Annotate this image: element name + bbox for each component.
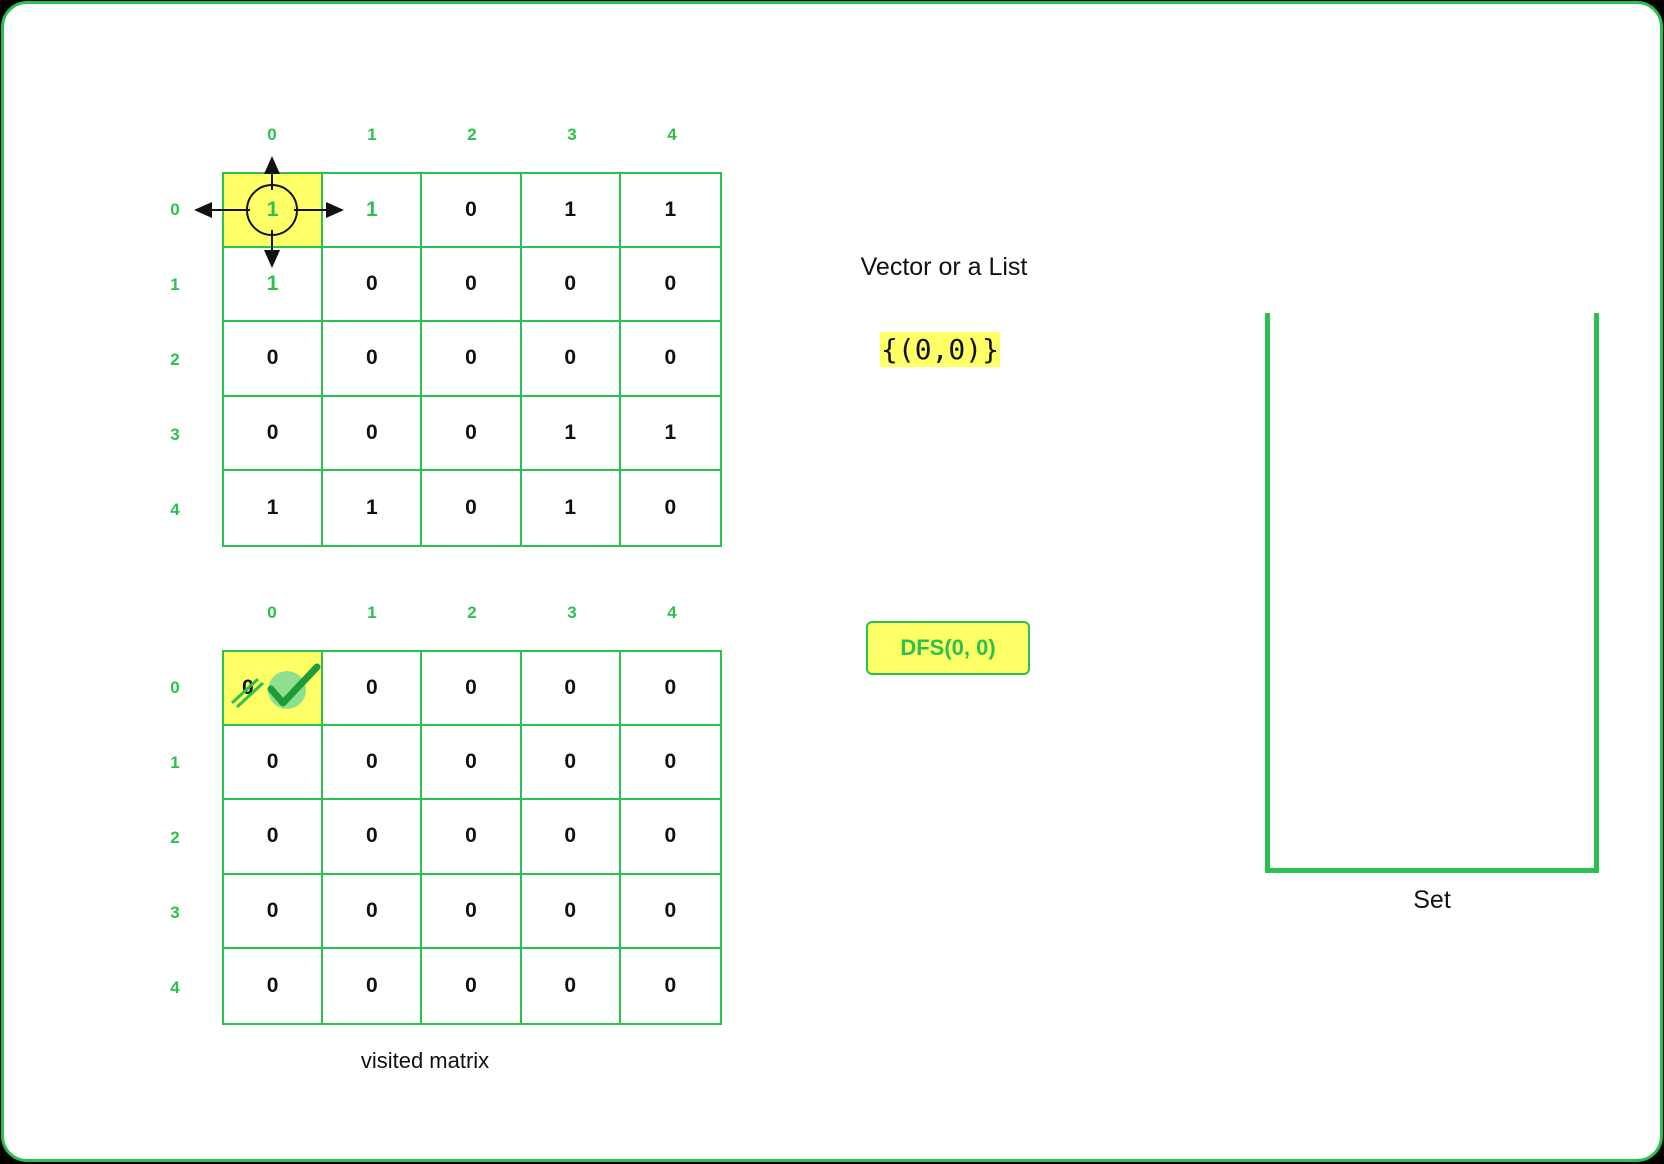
visited-cell-4-1: 0 <box>323 948 423 1023</box>
matrix-cell-0-2: 0 <box>422 174 522 249</box>
visited-cell-3-2: 0 <box>422 874 522 949</box>
visited-cell-3-1: 0 <box>323 874 423 949</box>
visited-cell-0-2: 0 <box>422 652 522 727</box>
visited-cell-2-1: 0 <box>323 800 423 875</box>
matrix-cell-3-3: 1 <box>521 396 621 471</box>
row-index-label: 3 <box>170 903 180 922</box>
visited-cell-3-4: 0 <box>620 875 720 949</box>
visited-cell-0-3: 0 <box>521 652 621 727</box>
visited-cell-3-3: 0 <box>521 874 621 949</box>
matrix-cell-3-4: 1 <box>620 397 720 471</box>
list-value: {(0,0)} <box>880 332 1001 367</box>
row-index-label: 0 <box>170 200 180 219</box>
dfs-call-button[interactable]: DFS(0, 0) <box>866 621 1030 675</box>
matrix-cell-4-4: 0 <box>664 495 677 519</box>
matrix-cell-0-4: 1 <box>620 174 720 249</box>
matrix-cell-2-4: 0 <box>620 322 720 397</box>
visited-cell-0-0: 0 <box>224 652 324 727</box>
col-index-label: 1 <box>367 603 377 622</box>
visited-cell-1-3: 0 <box>521 726 621 801</box>
visited-cell-4-4: 0 <box>664 973 677 997</box>
matrix-cell-0-1: 1 <box>323 174 423 249</box>
matrix-cell-1-2: 0 <box>422 248 522 323</box>
row-index-label: 1 <box>170 753 180 772</box>
row-index-label: 0 <box>170 678 180 697</box>
visited-cell-4-0: 0 <box>224 948 324 1023</box>
col-index-label: 3 <box>567 603 577 622</box>
matrix-cell-2-1: 0 <box>323 322 423 397</box>
col-index-label: 2 <box>467 603 477 622</box>
set-caption: Set <box>1413 886 1451 914</box>
visited-cell-2-3: 0 <box>521 800 621 875</box>
matrix-cell-4-0: 1 <box>224 470 324 545</box>
matrix-cell-1-0: 1 <box>224 248 324 323</box>
visited-cell-1-0: 0 <box>224 726 324 801</box>
col-index-label: 3 <box>567 125 577 144</box>
row-index-label: 3 <box>170 425 180 444</box>
row-index-label: 2 <box>170 828 180 847</box>
col-index-label: 0 <box>267 125 277 144</box>
visited-cell-4-3: 0 <box>522 948 621 1023</box>
list-title: Vector or a List <box>860 253 1028 281</box>
visited-cell-2-2: 0 <box>422 800 522 875</box>
col-index-label: 0 <box>267 603 277 622</box>
visited-cell-4-2: 0 <box>422 948 522 1023</box>
matrix-cell-1-3: 0 <box>521 248 621 323</box>
matrix-cell-2-3: 0 <box>521 322 621 397</box>
visited-cell-2-0: 0 <box>224 800 324 875</box>
row-index-label: 1 <box>170 275 180 294</box>
matrix-cell-1-1: 0 <box>323 248 423 323</box>
matrix-cell-3-2: 0 <box>422 396 522 471</box>
matrix-cell-1-4: 0 <box>620 248 720 323</box>
col-index-label: 4 <box>667 125 677 144</box>
visited-cell-1-4: 0 <box>620 726 720 801</box>
set-container <box>1265 313 1599 873</box>
matrix-cell-2-2: 0 <box>422 322 522 397</box>
col-index-label: 4 <box>667 603 677 622</box>
matrix-cell-0-3: 1 <box>521 174 621 249</box>
matrix-cell-3-0: 0 <box>224 396 324 471</box>
matrix-cell-2-0: 0 <box>224 322 324 397</box>
visited-caption: visited matrix <box>360 1048 490 1073</box>
row-index-label: 4 <box>170 500 180 519</box>
matrix-cell-4-1: 1 <box>323 470 423 545</box>
matrix-cell-0-0: 1 <box>224 174 324 249</box>
row-index-label: 4 <box>170 978 180 997</box>
visited-cell-3-0: 0 <box>224 874 324 949</box>
matrix-cell-4-3: 1 <box>522 470 621 545</box>
col-index-label: 2 <box>467 125 477 144</box>
visited-cell-0-4: 0 <box>620 652 720 727</box>
visited-cell-2-4: 0 <box>620 800 720 875</box>
visited-cell-1-2: 0 <box>422 726 522 801</box>
visited-cell-0-1: 0 <box>323 652 423 727</box>
visited-cell-1-1: 0 <box>323 726 423 801</box>
col-index-label: 1 <box>367 125 377 144</box>
row-index-label: 2 <box>170 350 180 369</box>
matrix-cell-4-2: 0 <box>422 470 522 545</box>
matrix-cell-3-1: 0 <box>323 396 423 471</box>
